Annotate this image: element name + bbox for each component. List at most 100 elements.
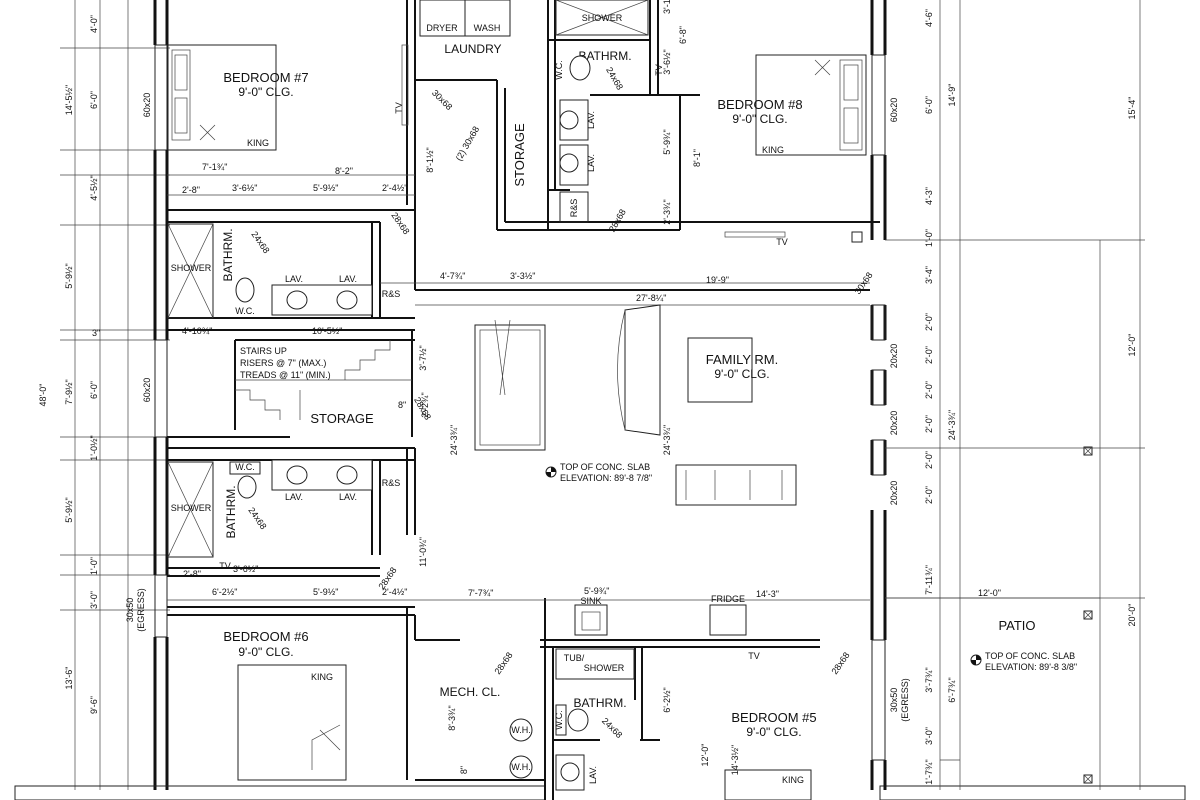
dim-text: 3'-4": [924, 266, 934, 284]
dim-text: 3'-1": [662, 0, 672, 14]
lav-label: LAV.: [586, 111, 596, 129]
window-tag: 60x20: [142, 93, 152, 118]
tv-label: TV: [394, 102, 404, 114]
bedroom-8: BEDROOM #8 9'-0" CLG. KING TV: [717, 54, 867, 247]
dim-text: 4'-5½": [89, 175, 99, 200]
dim-text: 6'-2½": [662, 687, 672, 712]
dim-text: 2'-0": [924, 486, 934, 504]
lav-label: LAV.: [285, 492, 303, 502]
walls: [14, 0, 1186, 800]
right-side-dimensions: 60x20 20x20 20x20 20x20 30x50 (EGRESS) 4…: [885, 0, 1145, 790]
left-dimension-lines: [60, 0, 170, 790]
fridge-label: FRIDGE: [711, 594, 745, 604]
dim-text: 1'-0": [89, 557, 99, 575]
water-heater-label: W.H.: [511, 762, 531, 772]
dim-text: 2'-0": [924, 451, 934, 469]
door-tag: 28x68: [389, 210, 411, 236]
upper-dimension-row: 7'-1¾" 8'-2" 2'-8" 3'-6½" 5'-9½" 2'-4½" …: [167, 162, 415, 236]
dim-text: 2'-0": [924, 346, 934, 364]
dim-text: 1'-7¾": [924, 759, 934, 784]
dim-text: 5'-9½": [313, 183, 338, 193]
rs-label: R&S: [382, 289, 401, 299]
dim-text: 6'-0": [89, 381, 99, 399]
dim-text: 9'-6": [89, 696, 99, 714]
lav-label: LAV.: [339, 492, 357, 502]
dim-text: 2'-2¾": [420, 392, 430, 417]
room-ceiling: 9'-0" CLG.: [238, 645, 293, 659]
patio: PATIO TOP OF CONC. SLAB ELEVATION: 89'-8…: [970, 618, 1077, 672]
shower-label: SHOWER: [171, 263, 212, 273]
room-name: BEDROOM #5: [731, 710, 816, 725]
dim-text: 10'-5½": [312, 326, 342, 336]
window-tag: (EGRESS): [136, 588, 146, 632]
dim-text: 8'-1½": [425, 147, 435, 172]
dim-text: 24'-3¾": [449, 425, 459, 455]
bathroom-label: BATHRM.: [224, 485, 238, 538]
dim-text: 6'-8": [678, 26, 688, 44]
room-name: BEDROOM #6: [223, 629, 308, 644]
room-name: MECH. CL.: [440, 685, 501, 699]
room-name: BEDROOM #7: [223, 70, 308, 85]
left-dimension-texts: 4'-0" 14'-5½" 6'-0" 4'-5½" 5'-9½" 3" 48'…: [38, 15, 100, 714]
slab-note-line-2: ELEVATION: 89'-8 7/8": [560, 473, 652, 483]
slab-note-line-2: ELEVATION: 89'-8 3/8": [985, 662, 1077, 672]
dim-text: 12'-0": [1127, 334, 1137, 357]
dim-text: 2'-4½": [382, 587, 407, 597]
dim-text: 6'-0": [89, 91, 99, 109]
dim-text: 48'-0": [38, 384, 48, 407]
bathroom-lower-left: SHOWER BATHRM. W.C. 24x68 LAV. LAV. R&S …: [167, 459, 428, 601]
dim-text: 5'-9¾": [584, 586, 609, 596]
dim-text: 4'-7¾": [440, 271, 465, 281]
room-name: LAUNDRY: [444, 42, 501, 56]
bathroom-upper-left: SHOWER BATHRM. W.C. 24x68 LAV. LAV. R&S …: [167, 223, 428, 371]
dim-text: 27'-8¼": [636, 293, 666, 303]
tub-label-2: SHOWER: [584, 663, 625, 673]
dim-text: 24'-3¾": [662, 425, 672, 455]
bedroom-7: BEDROOM #7 9'-0" CLG. KING: [167, 44, 309, 151]
dim-text: 20'-0": [1127, 604, 1137, 627]
dryer-label: DRYER: [426, 23, 458, 33]
dim-text: 7'-11¾": [924, 565, 934, 595]
door-tag: (2) 30x68: [454, 125, 482, 163]
dim-text: 14'-5½": [64, 85, 74, 115]
family-room: FAMILY RM. 9'-0" CLG. TOP OF CONC. SLAB …: [474, 304, 797, 506]
slab-note-line-1: TOP OF CONC. SLAB: [560, 462, 650, 472]
rs-label: R&S: [382, 478, 401, 488]
door-tag: 24x68: [246, 505, 268, 531]
bedroom-6: BEDROOM #6 9'-0" CLG. KING: [223, 629, 347, 781]
dim-text: 2'-0": [924, 381, 934, 399]
dim-text: 4'-3": [924, 187, 934, 205]
dim-text: 5'-9½": [64, 263, 74, 288]
bed-label: KING: [311, 672, 333, 682]
dim-text: 24'-3¾": [947, 410, 957, 440]
dim-text: 6'-2½": [212, 587, 237, 597]
wc-label: W.C.: [235, 462, 255, 472]
bathroom-bottom: TUB/ SHOWER BATHRM. W.C. LAV. 24x68 6'-2…: [554, 648, 672, 791]
bed-label: KING: [782, 775, 804, 785]
water-heater-label: W.H.: [511, 725, 531, 735]
dim-text: 5'-9½": [64, 497, 74, 522]
corridor-dimensions: 4'-7¾" 3'-3½" 19'-9" 30x68 27'-8¼": [380, 270, 875, 306]
window-tag: 60x20: [889, 98, 899, 123]
tub-label: TUB/: [564, 653, 585, 663]
door-tag: 28x68: [829, 650, 851, 676]
tv-label: TV: [748, 651, 760, 661]
kitchenette: 7'-7¾" 5'-9¾" 14'-3" SINK FRIDGE TV 28x6…: [415, 586, 870, 779]
room-ceiling: 9'-0" CLG.: [714, 367, 769, 381]
dim-text: 1'-0": [924, 229, 934, 247]
dim-text: 3'-6½": [662, 49, 672, 74]
lav-label: LAV.: [285, 274, 303, 284]
dim-text: 12'-0": [978, 588, 1001, 598]
room-ceiling: 9'-0" CLG.: [238, 85, 293, 99]
bathroom-label: BATHRM.: [221, 228, 235, 281]
window-tag: 60x20: [142, 378, 152, 403]
window-tag: 30x50: [125, 598, 135, 623]
shower-label: SHOWER: [171, 503, 212, 513]
stairs-line-2: RISERS @ 7" (MAX.): [240, 358, 326, 368]
dim-text: 8": [398, 400, 406, 410]
room-name: BEDROOM #8: [717, 97, 802, 112]
dim-text: 3": [92, 328, 100, 338]
dim-text: 8'-1": [692, 149, 702, 167]
door-tag: 24x68: [600, 716, 624, 740]
